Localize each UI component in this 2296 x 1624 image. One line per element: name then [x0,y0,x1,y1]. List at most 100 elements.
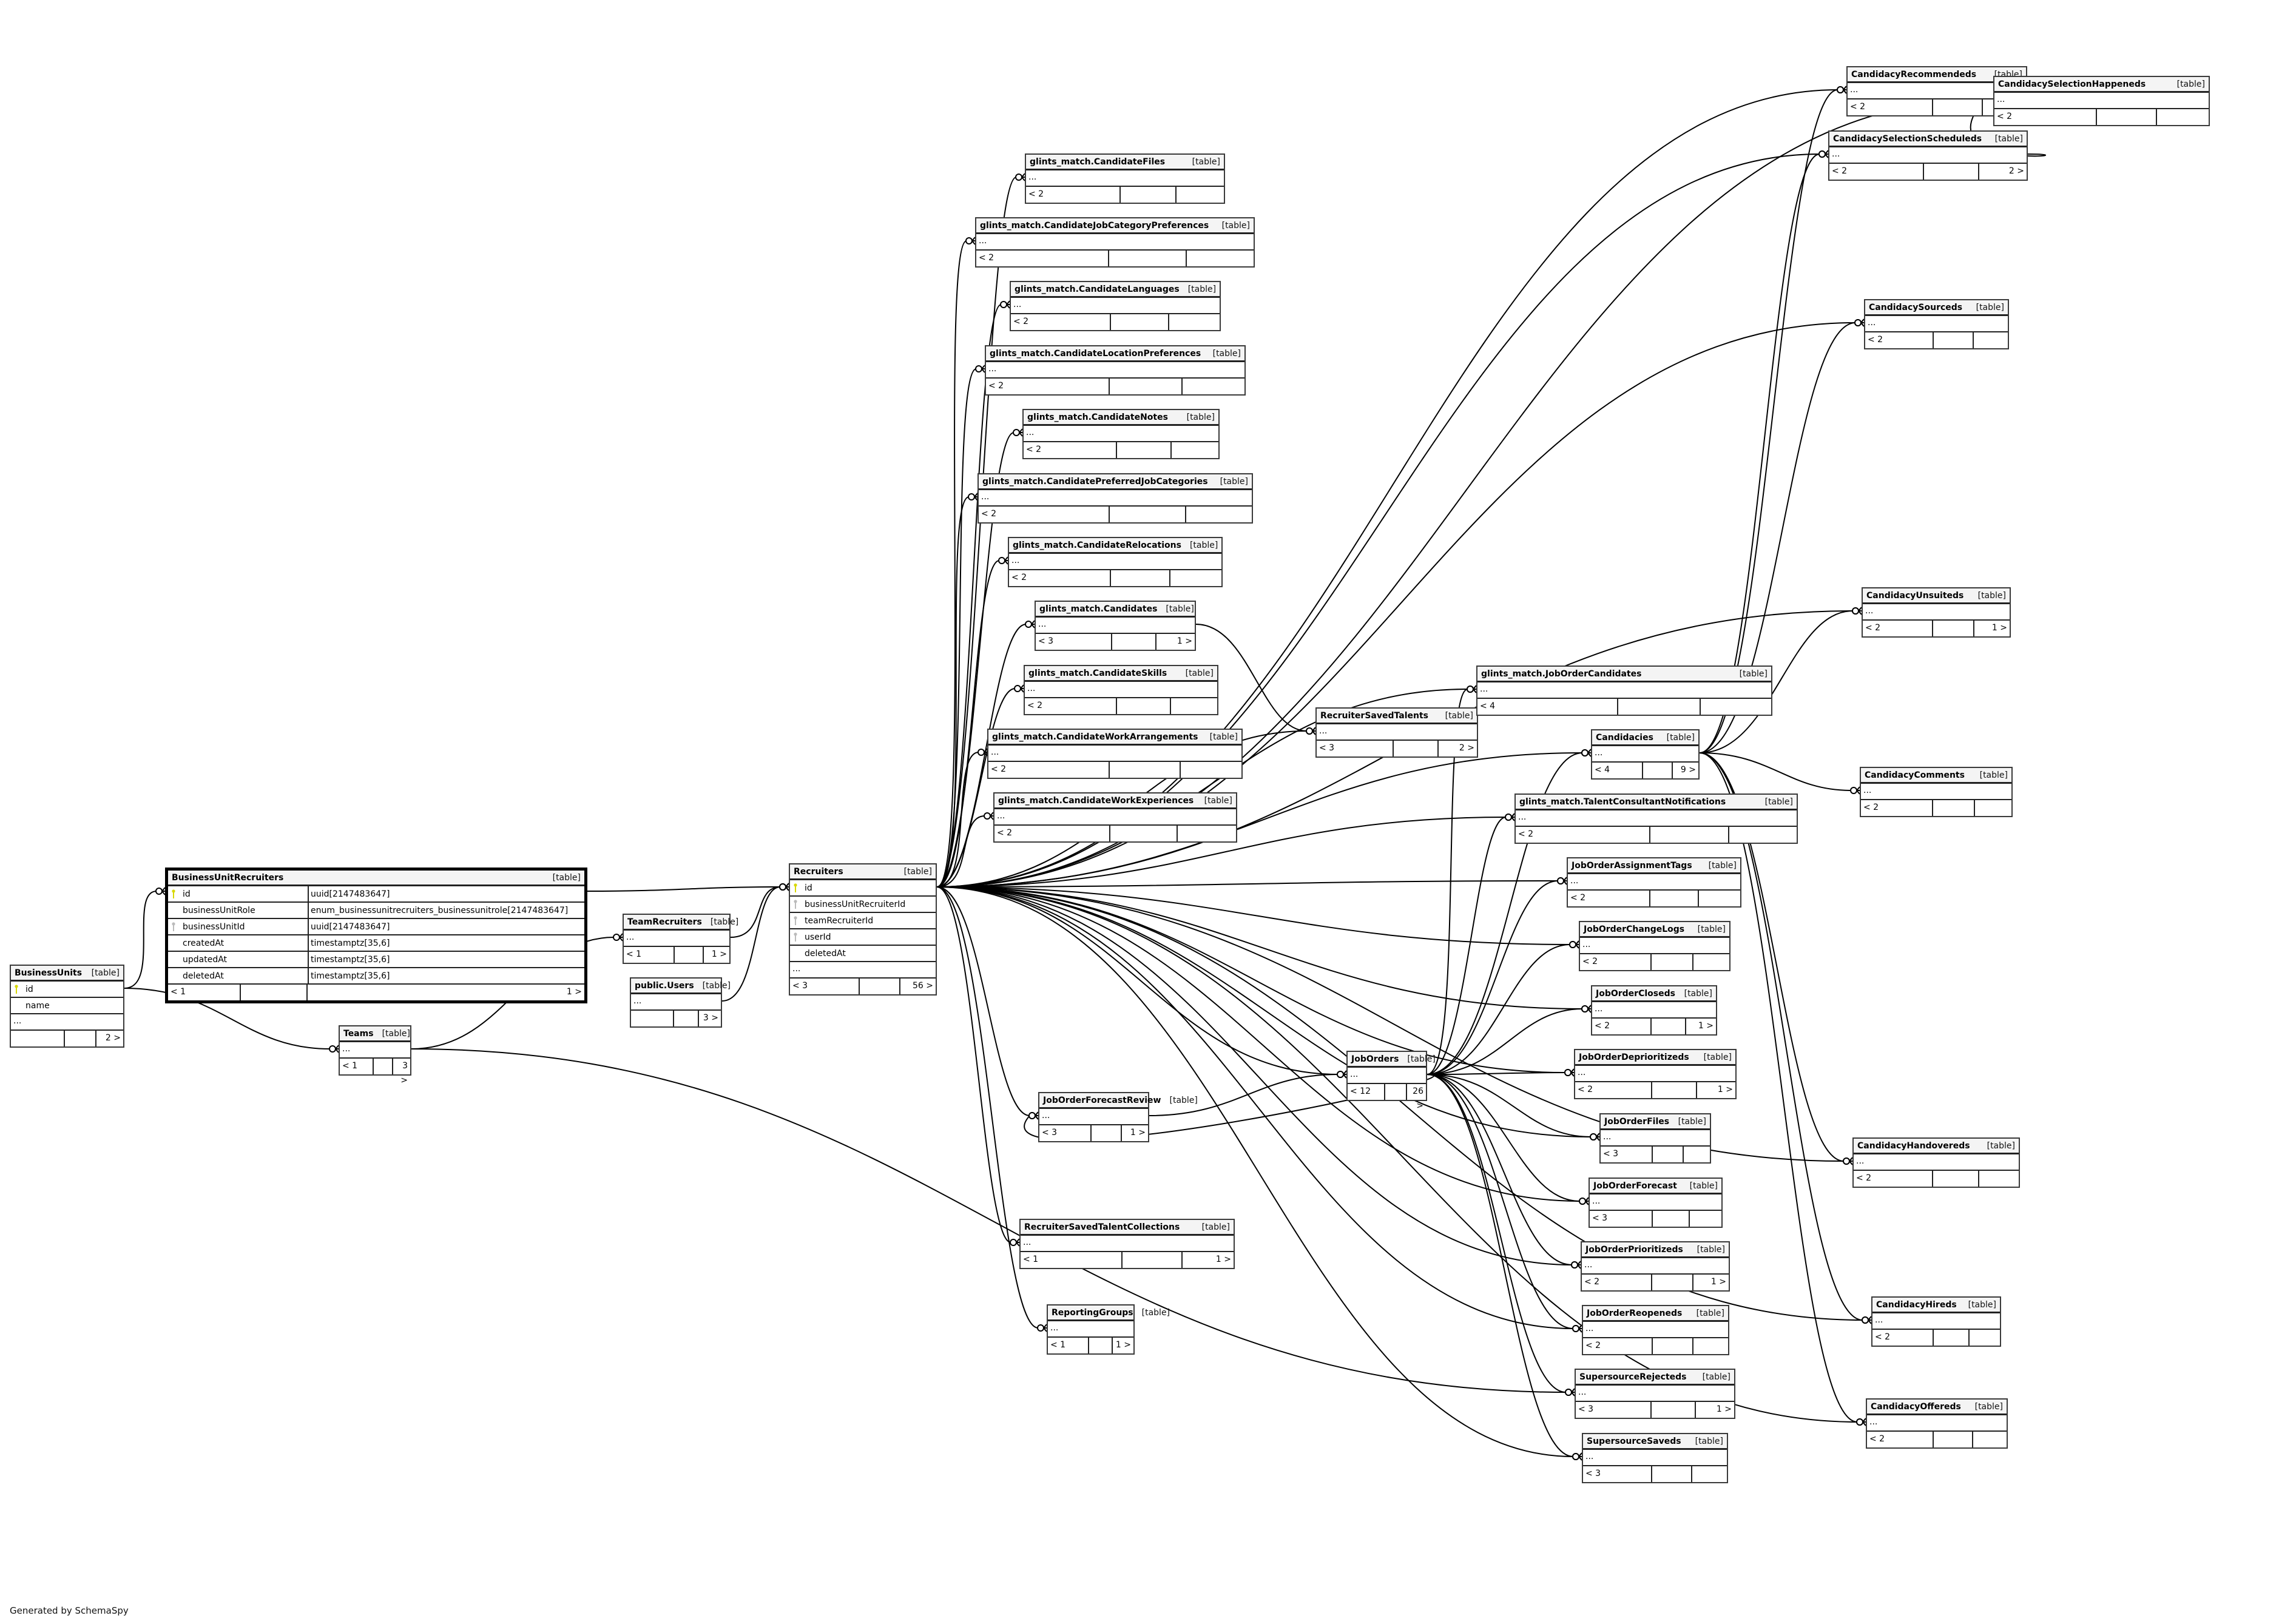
table-name[interactable]: glints_match.TalentConsultantNotificatio… [1519,797,1726,807]
parent-count[interactable]: < 3 [790,979,860,994]
more-columns-ellipsis[interactable]: ... [631,994,721,1011]
parent-count[interactable]: < 4 [1477,699,1619,715]
column-row[interactable]: deletedAt [790,946,936,962]
table-name[interactable]: CandidacyComments [1865,770,1965,780]
table-supersource-saveds[interactable]: SupersourceSaveds[table]...< 3 [1582,1433,1728,1483]
more-columns-ellipsis[interactable]: ... [1854,1154,2019,1171]
table-name[interactable]: glints_match.CandidateJobCategoryPrefere… [980,220,1209,231]
table-header[interactable]: JobOrderPrioritizeds[table] [1582,1242,1729,1258]
table-candidate-location-preferences[interactable]: glints_match.CandidateLocationPreference… [985,345,1246,396]
table-name[interactable]: SupersourceSaveds [1587,1436,1681,1446]
child-count[interactable] [1701,699,1771,715]
parent-count[interactable]: < 2 [1829,164,1924,180]
table-candidacy-offereds[interactable]: CandidacyOffereds[table]...< 2 [1866,1398,2008,1449]
child-count[interactable]: 2 > [105,1033,121,1043]
more-columns-ellipsis[interactable]: ... [979,490,1252,507]
table-header[interactable]: glints_match.CandidateNotes[table] [1024,410,1218,426]
parent-count[interactable]: < 2 [1009,570,1111,586]
table-candidate-job-category-preferences[interactable]: glints_match.CandidateJobCategoryPrefere… [975,217,1255,268]
table-header[interactable]: JobOrderChangeLogs[table] [1580,922,1729,938]
parent-count[interactable]: < 2 [979,507,1110,522]
child-count[interactable]: 3 > [703,1013,718,1023]
table-header[interactable]: glints_match.CandidateLocationPreference… [986,346,1244,362]
parent-count[interactable]: < 1 [1021,1252,1123,1268]
table-candidate-relocations[interactable]: glints_match.CandidateRelocations[table]… [1008,537,1223,587]
more-columns-ellipsis[interactable]: ... [1582,1258,1729,1275]
child-count[interactable]: 1 > [1177,636,1192,646]
table-candidacy-sourceds[interactable]: CandidacySourceds[table]...< 2 [1864,299,2009,349]
more-columns-ellipsis[interactable]: ... [1576,1386,1734,1402]
child-count[interactable] [1974,332,2008,348]
more-columns-ellipsis[interactable]: ... [1583,1450,1727,1466]
more-columns-ellipsis[interactable]: ... [1021,1236,1234,1252]
column-row[interactable]: userId [790,929,936,946]
child-count[interactable]: 1 > [1991,623,2007,633]
child-count[interactable]: 1 > [1130,1128,1146,1137]
table-header[interactable]: glints_match.CandidateSkills[table] [1025,666,1217,682]
table-header[interactable]: JobOrderFiles[table] [1601,1114,1710,1130]
table-name[interactable]: glints_match.CandidateFiles [1030,157,1166,167]
table-name[interactable]: CandidacySelectionScheduleds [1833,133,1982,144]
table-name[interactable]: Recruiters [794,866,843,877]
more-columns-ellipsis[interactable]: ... [1317,724,1477,741]
table-candidacy-selection-happeneds[interactable]: CandidacySelectionHappeneds[table]...< 2 [1993,76,2210,126]
child-count[interactable] [1693,1338,1728,1354]
child-count[interactable] [1181,762,1241,778]
more-columns-ellipsis[interactable]: ... [1592,1002,1716,1019]
table-talent-consultant-notifications[interactable]: glints_match.TalentConsultantNotificatio… [1514,793,1798,844]
parent-count[interactable]: < 2 [988,762,1110,778]
parent-count[interactable]: < 2 [1026,187,1121,203]
more-columns-ellipsis[interactable]: ... [1592,746,1698,763]
table-header[interactable]: Recruiters[table] [790,864,936,880]
table-header[interactable]: CandidacyHandovereds[table] [1854,1139,2019,1154]
child-count[interactable] [1975,800,2011,816]
child-count[interactable] [1692,1466,1727,1482]
child-count[interactable]: 2 > [2008,166,2024,176]
table-name[interactable]: CandidacySourceds [1869,302,1963,312]
table-name[interactable]: public.Users [635,980,694,991]
more-columns-ellipsis[interactable]: ... [1867,1415,2007,1432]
more-columns-ellipsis[interactable]: ... [976,234,1254,251]
parent-count[interactable]: < 3 [1583,1466,1652,1482]
parent-count[interactable]: < 2 [1848,99,1934,115]
table-header[interactable]: CandidacyHireds[table] [1872,1298,2000,1313]
parent-count[interactable]: < 2 [1575,1082,1652,1098]
more-columns-ellipsis[interactable]: ... [1348,1068,1426,1084]
parent-count[interactable]: < 1 [340,1059,374,1074]
table-header[interactable]: RecruiterSavedTalentCollections[table] [1021,1220,1234,1236]
parent-count[interactable] [631,1011,675,1026]
table-header[interactable]: SupersourceRejecteds[table] [1576,1370,1734,1386]
more-columns-ellipsis[interactable]: ... [1039,1109,1148,1125]
table-header[interactable]: CandidacyOffereds[table] [1867,1400,2007,1415]
parent-count[interactable]: < 3 [1036,634,1112,650]
table-recruiter-saved-talent-collections[interactable]: RecruiterSavedTalentCollections[table]..… [1019,1219,1235,1269]
table-name[interactable]: JobOrders [1351,1054,1399,1064]
child-count[interactable]: 1 > [1698,1021,1714,1031]
table-header[interactable]: glints_match.CandidateRelocations[table] [1009,538,1221,554]
table-name[interactable]: Candidacies [1596,732,1653,743]
table-candidate-preferred-job-categories[interactable]: glints_match.CandidatePreferredJobCatego… [977,473,1253,524]
table-name[interactable]: CandidacyHandovereds [1857,1141,1970,1151]
table-header[interactable]: glints_match.CandidatePreferredJobCatego… [979,474,1252,490]
table-name[interactable]: RecruiterSavedTalents [1320,710,1428,721]
parent-count[interactable]: < 3 [1601,1147,1653,1162]
child-count[interactable]: 1 > [1115,1340,1131,1350]
child-count[interactable] [1693,954,1729,970]
table-name[interactable]: JobOrderPrioritizeds [1585,1244,1683,1255]
more-columns-ellipsis[interactable]: ... [1580,938,1729,954]
parent-count[interactable]: < 2 [1583,1338,1653,1354]
more-columns-ellipsis[interactable]: ... [1861,784,2011,800]
table-candidate-work-arrangements[interactable]: glints_match.CandidateWorkArrangements[t… [987,729,1243,779]
table-name[interactable]: CandidacyUnsuiteds [1866,590,1964,601]
table-header[interactable]: JobOrderAssignmentTags[table] [1568,858,1740,874]
table-name[interactable]: CandidacySelectionHappeneds [1998,79,2146,89]
table-job-order-candidates[interactable]: glints_match.JobOrderCandidates[table]..… [1476,665,1772,716]
table-candidacy-handovereds[interactable]: CandidacyHandovereds[table]...< 2 [1852,1137,2020,1188]
table-header[interactable]: TeamRecruiters[table] [624,915,738,931]
